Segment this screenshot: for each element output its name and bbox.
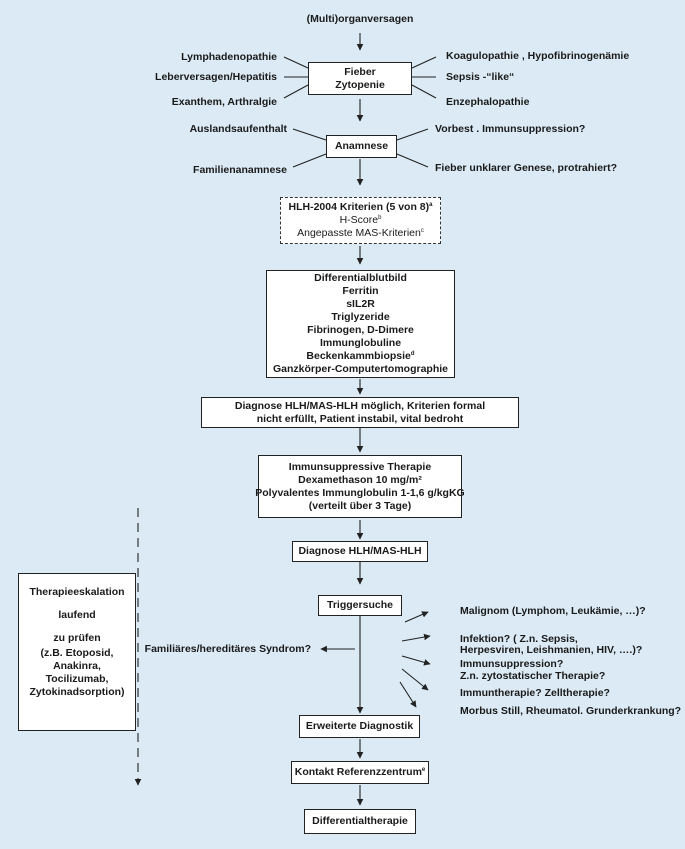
symptom-lymphadenopathie: Lymphadenopathie [181, 51, 277, 63]
escalation-box: Therapieeskalation laufend zu prüfen (z.… [18, 573, 136, 731]
anamnese-box: Anamnese [326, 135, 397, 158]
spoke-koagulopathie [411, 56, 437, 69]
symptom-sepsis: Sepsis -“like“ [446, 71, 515, 83]
symptom-koagulopathie: Koagulopathie , Hypofibrinogenämie [446, 50, 630, 62]
kontakt-referenzzentrum: Kontakt Referenzzentrume [295, 766, 426, 779]
erweiterte-diagnostik-box: Erweiterte Diagnostik [299, 715, 420, 738]
arrow-immuntherapie [401, 668, 429, 691]
possible-line2: nicht erfüllt, Patient instabil, vital b… [256, 412, 464, 425]
escalation-line4: (z.B. Etoposid, [40, 647, 114, 659]
trigger-infektion-2: Herpesviren, Leishmanien, HIV, ….)? [460, 644, 643, 656]
anamnese-vorbest: Vorbest . Immunsuppression? [435, 123, 586, 135]
anamnese-auslandsaufenthalt: Auslandsaufenthalt [189, 123, 287, 135]
diag-item: Triglyzeride [331, 311, 390, 323]
therapy-line4: (verteilt über 3 Tage) [308, 499, 412, 512]
footnote-b: b [378, 215, 382, 221]
diagnose-hlh-box: Diagnose HLH/MAS-HLH [292, 541, 428, 562]
diag-item: Fibrinogen, D-Dimere [307, 324, 414, 336]
escalation-line3: zu prüfen [53, 632, 101, 644]
trigger-immuntherapie: Immuntherapie? Zelltherapie? [460, 687, 610, 699]
trigger-immunsuppression-2: Z.n. zytostatischer Therapie? [460, 670, 606, 682]
erweiterte-diagnostik-label: Erweiterte Diagnostik [305, 720, 414, 732]
diagnose-hlh-label: Diagnose HLH/MAS-HLH [298, 545, 422, 557]
fieber-label: Fieber [344, 65, 376, 78]
anamnese-fieber-unklar: Fieber unklarer Genese, protrahiert? [435, 162, 618, 174]
differentialtherapie-label: Differentialtherapie [312, 815, 408, 827]
possible-diagnosis-box: Diagnose HLH/MAS-HLH möglich, Kriterien … [201, 397, 519, 428]
spoke-lymphadenopathie [283, 56, 309, 69]
arrow-malignom [404, 611, 429, 623]
symptom-enzephalopathie: Enzephalopathie [446, 96, 530, 108]
therapy-line3: Polyvalentes Immunglobulin 1-1,6 g/kgKG [255, 486, 465, 499]
trigger-infektion-1: Infektion? ( Z.n. Sepsis, [460, 633, 578, 645]
diag-item: Immunglobuline [319, 337, 402, 349]
spoke-fieber-unklar [396, 153, 429, 168]
escalation-line7: Zytokinadsorption) [29, 686, 125, 698]
differentialtherapie-box: Differentialtherapie [304, 809, 416, 834]
escalation-line2: laufend [58, 609, 96, 621]
possible-line1: Diagnose HLH/MAS-HLH möglich, Kriterien … [234, 399, 486, 412]
spoke-vorbest [396, 128, 429, 141]
criteria-mas: Angepasste MAS-Kriterienc [297, 227, 424, 240]
trigger-malignom: Malignom (Lymphom, Leukämie, …)? [460, 605, 646, 617]
spoke-exanthem [283, 84, 309, 99]
footnote-e: e [421, 767, 426, 773]
criteria-mas-text: Angepasste MAS-Kriterien [297, 227, 421, 239]
symptom-exanthem: Exanthem, Arthralgie [171, 96, 277, 108]
spoke-auslandsaufenthalt [292, 128, 327, 141]
kontakt-referenzzentrum-box: Kontakt Referenzzentrume [291, 761, 429, 784]
spoke-enzephalopathie [411, 84, 437, 99]
footnote-c: c [420, 228, 424, 234]
criteria-box: HLH-2004 Kriterien (5 von 8)a H-Scoreb A… [280, 197, 441, 244]
criteria-hlh2004: HLH-2004 Kriterien (5 von 8)a [289, 201, 433, 214]
escalation-line5: Anakinra, [53, 660, 101, 672]
therapy-box: Immunsuppressive Therapie Dexamethason 1… [255, 455, 465, 518]
criteria-hlh2004-text: HLH-2004 Kriterien (5 von 8) [288, 201, 430, 213]
criteria-hscore: H-Scoreb [340, 214, 382, 227]
organversagen-label: (Multi)organversagen [306, 13, 414, 25]
zytopenie-label: Zytopenie [335, 78, 385, 91]
fieber-zytopenie-box: Fieber Zytopenie [308, 62, 412, 95]
diag-item: Differentialblutbild [314, 272, 407, 284]
diag-item: sIL2R [346, 298, 375, 310]
diag-item: Ferritin [342, 285, 379, 297]
familial-syndrome-label: Familiäres/hereditäres Syndrom? [144, 643, 311, 655]
anamnese-label: Anamnese [334, 140, 389, 152]
trigger-morbus: Morbus Still, Rheumatol. Grunderkrankung… [460, 705, 682, 717]
trigger-immunsuppression-1: Immunsuppression? [460, 658, 564, 670]
escalation-line1: Therapieeskalation [29, 586, 125, 598]
arrow-morbus [399, 681, 417, 708]
therapy-line1: Immunsuppressive Therapie [288, 460, 432, 473]
kontakt-referenzzentrum-text: Kontakt Referenzzentrum [294, 766, 422, 778]
triggersuche-box: Triggersuche [318, 595, 402, 616]
spoke-familienanamnese [292, 153, 327, 168]
symptom-leberversagen: Leberversagen/Hepatitis [155, 71, 277, 83]
arrow-immunsuppression [401, 655, 431, 666]
diagnostics-box: Differentialblutbild Ferritin sIL2R Trig… [266, 270, 455, 378]
footnote-a: a [429, 202, 433, 208]
triggersuche-label: Triggersuche [327, 599, 393, 611]
diag-item: Ganzkörper-Computertomographie [272, 363, 448, 375]
escalation-line6: Tocilizumab, [45, 673, 109, 685]
diag-item-biopsie: Beckenkammbiopsied [306, 350, 414, 363]
criteria-hscore-text: H-Score [339, 214, 379, 226]
arrow-infektion [401, 633, 431, 642]
footnote-d: d [410, 351, 415, 357]
therapy-line2: Dexamethason 10 mg/m² [298, 473, 422, 486]
diag-biopsie-text: Beckenkammbiopsie [306, 350, 411, 362]
anamnese-familienanamnese: Familienanamnese [193, 164, 287, 176]
